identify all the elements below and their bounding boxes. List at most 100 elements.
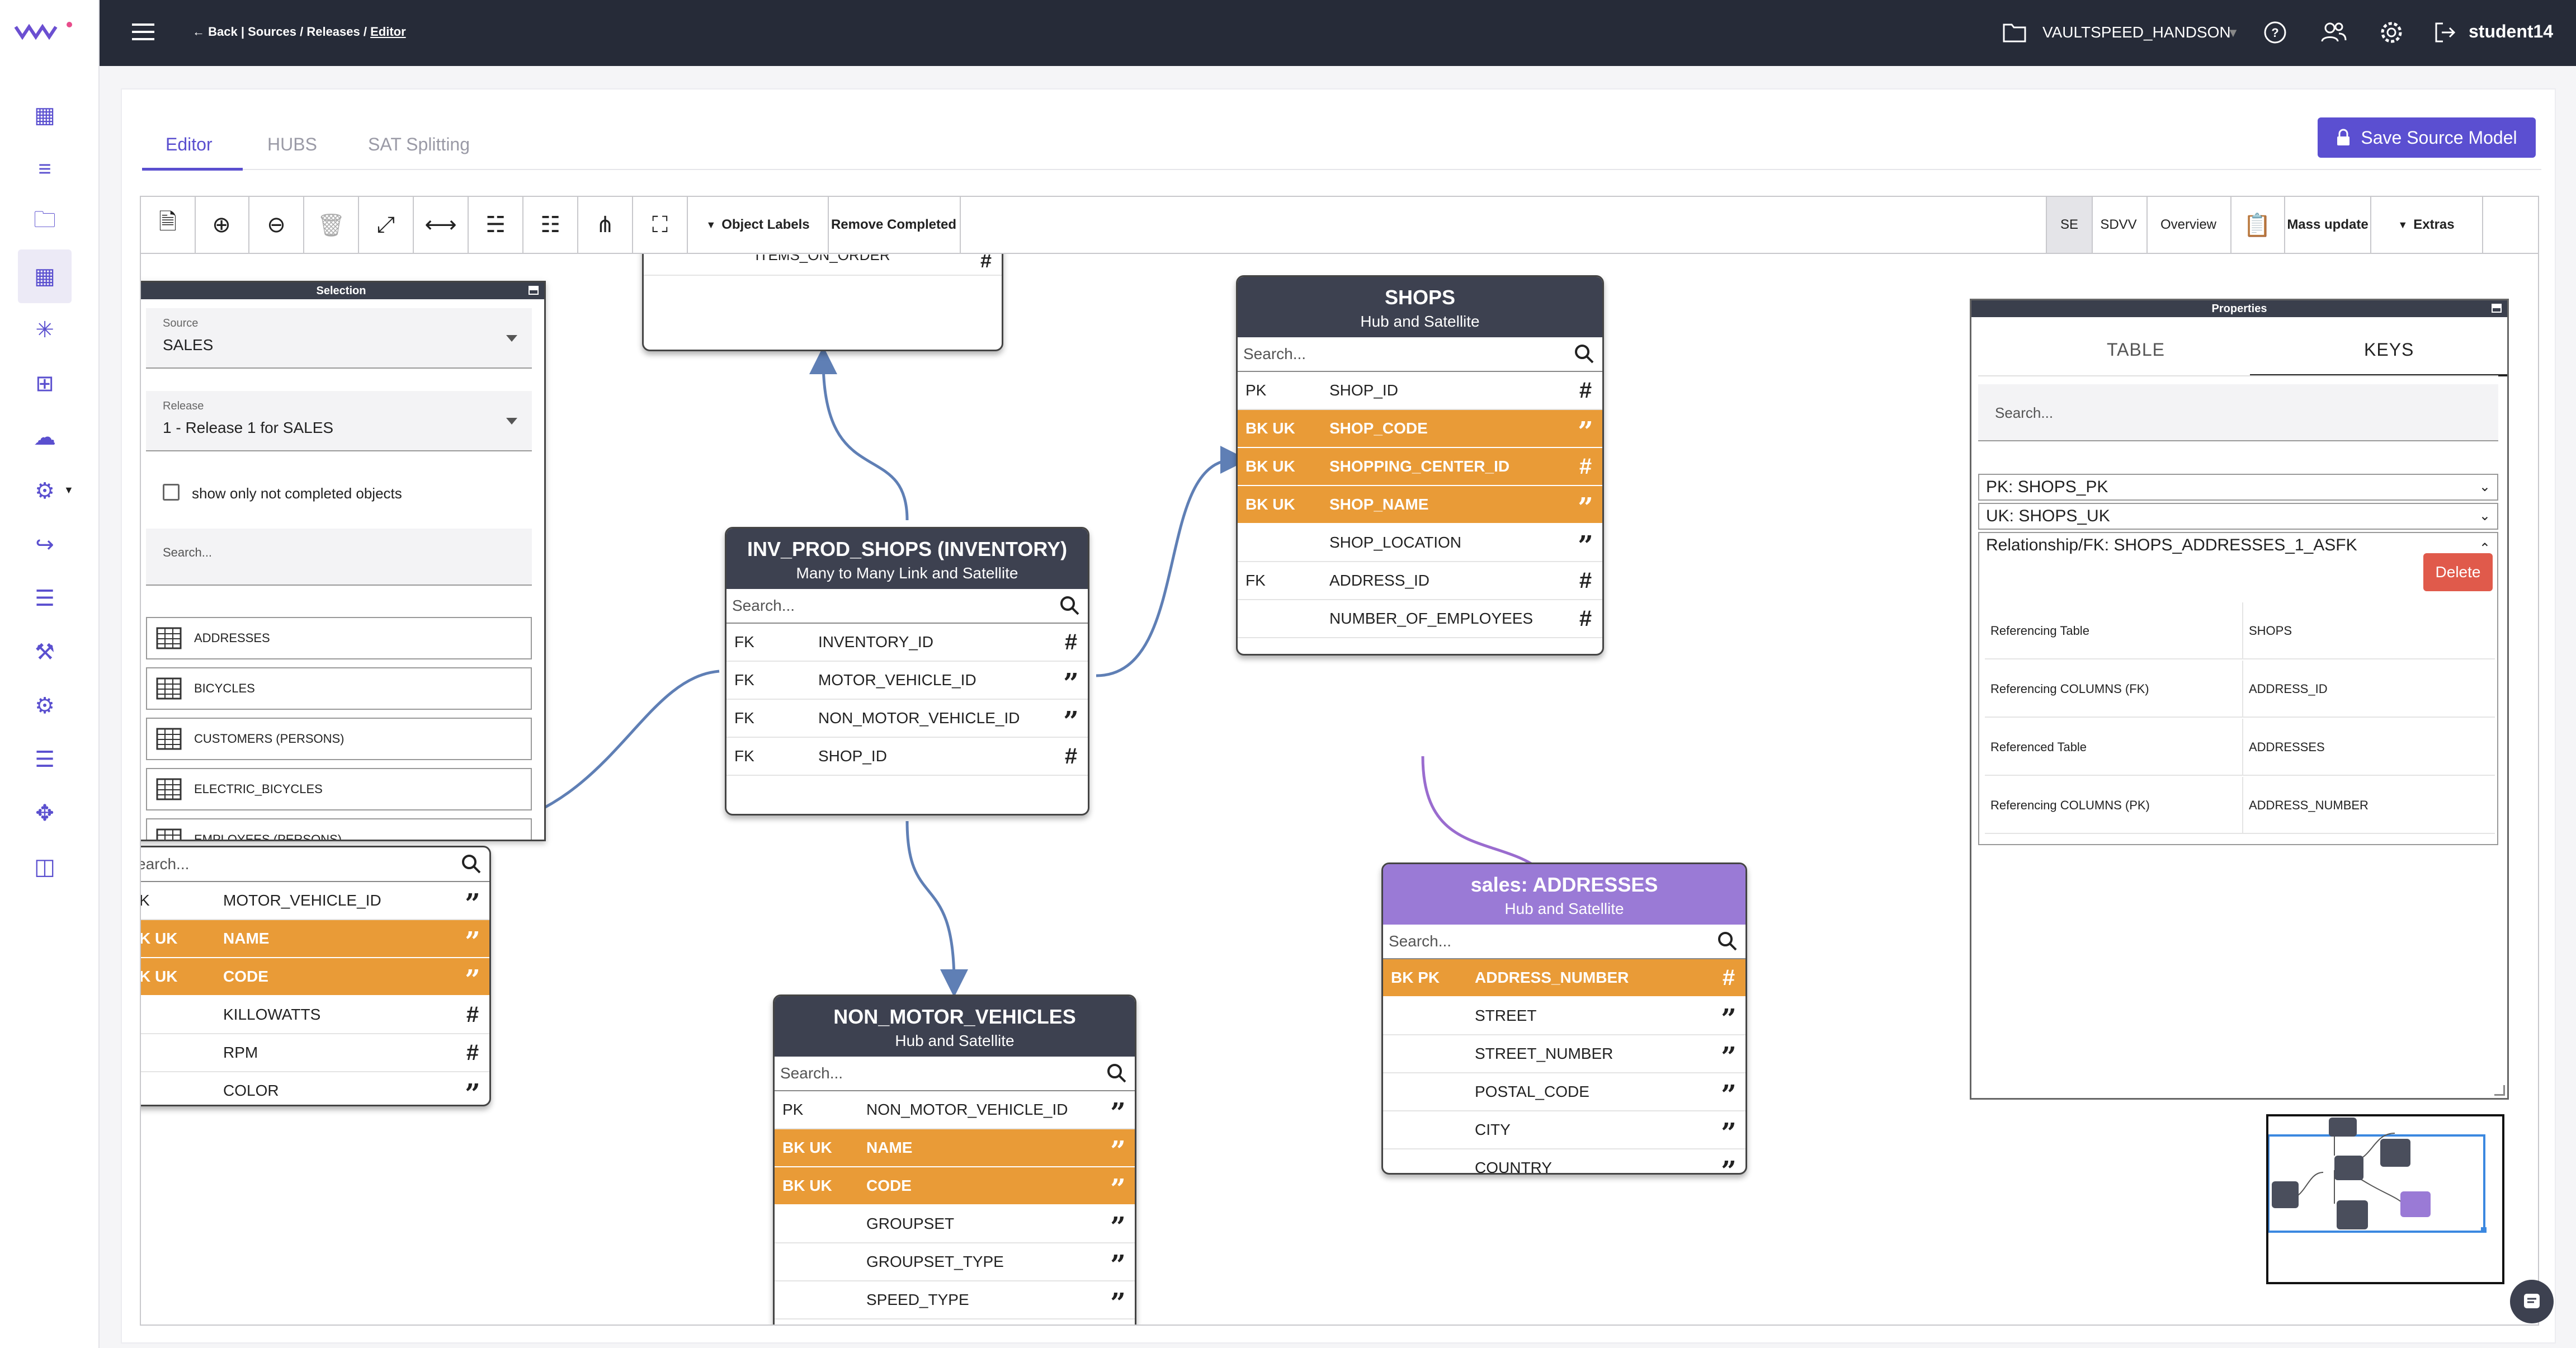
- notes-icon[interactable]: 📋: [2230, 197, 2285, 253]
- tab-table[interactable]: TABLE: [2107, 340, 2165, 360]
- pk-item[interactable]: PK: SHOPS_PK⌄: [1978, 474, 2498, 501]
- entity-column-row[interactable]: SHOP_LOCATION”: [1238, 524, 1602, 562]
- calculator-icon[interactable]: ⊞: [35, 371, 54, 396]
- entity-search-input[interactable]: Search...: [726, 589, 1088, 624]
- user-name[interactable]: student14: [2469, 21, 2554, 41]
- tab-editor[interactable]: Editor: [166, 134, 213, 154]
- entity-search-input[interactable]: Search...: [1238, 337, 1602, 372]
- selection-list-item[interactable]: ADDRESSES: [146, 617, 532, 659]
- tab-hubs[interactable]: HUBS: [267, 134, 317, 154]
- minimap[interactable]: [2266, 1114, 2504, 1284]
- tab-sat-splitting[interactable]: SAT Splitting: [368, 134, 470, 154]
- settings-box-icon[interactable]: ⚙: [35, 479, 55, 503]
- checklist-icon[interactable]: ☰: [35, 586, 55, 611]
- entity-column-row[interactable]: RPM#: [141, 1034, 489, 1072]
- entity-column-row[interactable]: GROUPSET_TYPE”: [775, 1243, 1135, 1281]
- uk-item[interactable]: UK: SHOPS_UK⌄: [1978, 503, 2498, 530]
- menu-icon[interactable]: [132, 23, 154, 40]
- properties-panel-header[interactable]: Properties: [1971, 300, 2507, 317]
- minimize-icon[interactable]: [2492, 304, 2502, 313]
- layout-tree-icon[interactable]: ☵: [469, 197, 523, 253]
- dashboard-icon[interactable]: ▦: [34, 103, 55, 128]
- view-sdvv-button[interactable]: SDVV: [2091, 197, 2148, 253]
- delete-icon[interactable]: 🗑: [304, 197, 359, 253]
- tab-keys[interactable]: KEYS: [2364, 340, 2414, 360]
- settings-chevron-icon[interactable]: ▼: [64, 484, 74, 496]
- new-document-icon[interactable]: 🗎: [141, 197, 196, 253]
- back-arrow-icon[interactable]: ←: [192, 25, 205, 39]
- object-labels-button[interactable]: ▼Object Labels: [688, 197, 829, 253]
- help-icon[interactable]: ?: [2263, 20, 2287, 45]
- source-select[interactable]: Source SALES: [146, 308, 532, 369]
- export-icon[interactable]: ↪: [35, 532, 54, 557]
- minimize-icon[interactable]: [529, 286, 539, 295]
- robot-arm-icon[interactable]: ⚒: [35, 640, 55, 664]
- relationship-item[interactable]: Relationship/FK: SHOPS_ADDRESSES_1_ASFK⌃: [1978, 532, 2498, 845]
- view-overview-button[interactable]: Overview: [2146, 197, 2231, 253]
- cloud-upload-icon[interactable]: ☁: [34, 425, 56, 450]
- mass-update-button[interactable]: Mass update: [2285, 197, 2371, 253]
- delete-button[interactable]: Delete: [2423, 553, 2493, 591]
- entity-column-row[interactable]: POSTAL_CODE”: [1383, 1073, 1745, 1111]
- gear-icon[interactable]: [2379, 20, 2404, 45]
- diagram-canvas[interactable]: 🗎 ⊕ ⊖ 🗑 ⤢ ⟷ ☵ ☷ ⋔ ⛶ ▼Object Labels Remov…: [140, 196, 2539, 1326]
- selection-list-item[interactable]: BICYCLES: [146, 667, 532, 710]
- release-select[interactable]: Release 1 - Release 1 for SALES: [146, 391, 532, 451]
- selection-panel-header[interactable]: Selection: [141, 282, 544, 299]
- entity-column-row[interactable]: STREET”: [1383, 997, 1745, 1035]
- resize-handle-icon[interactable]: [2494, 1085, 2505, 1096]
- zoom-in-icon[interactable]: ⊕: [195, 197, 249, 253]
- workspace-chevron-icon[interactable]: ▼: [2227, 26, 2239, 40]
- entity-column-row[interactable]: CITY”: [1383, 1111, 1745, 1149]
- archive-icon[interactable]: ◫: [34, 855, 55, 879]
- sliders-icon[interactable]: ≡: [38, 156, 51, 181]
- selection-list-item[interactable]: EMPLOYEES (PERSONS): [146, 818, 532, 840]
- entity-column-row[interactable]: GROUPSET”: [775, 1205, 1135, 1243]
- breadcrumb-editor[interactable]: Editor: [370, 25, 406, 39]
- entity-search-input[interactable]: Search...: [775, 1057, 1135, 1091]
- move-icon[interactable]: ✥: [35, 801, 54, 826]
- entity-column-row[interactable]: SPEED_TYPE”: [775, 1281, 1135, 1319]
- expand-diagonal-icon[interactable]: ⤢: [359, 197, 414, 253]
- save-source-model-button[interactable]: Save Source Model: [2318, 117, 2536, 158]
- entity-inv-prod-shops[interactable]: INV_PROD_SHOPS (INVENTORY)Many to Many L…: [725, 527, 1089, 816]
- robot-icon[interactable]: ⚙: [35, 694, 55, 718]
- source-editor-icon[interactable]: ▦: [18, 249, 72, 303]
- breadcrumb-releases[interactable]: Releases: [306, 25, 360, 39]
- zoom-out-icon[interactable]: ⊖: [249, 197, 304, 253]
- selection-list-item[interactable]: ELECTRIC_BICYCLES: [146, 768, 532, 810]
- selection-search-input[interactable]: Search...: [146, 529, 532, 586]
- entity-column-row[interactable]: COLOR”: [141, 1072, 489, 1105]
- entity-column-row[interactable]: COUNTRY”: [1383, 1149, 1745, 1173]
- merge-icon[interactable]: ⋔: [578, 197, 633, 253]
- entity-column-row[interactable]: NUMBER_OF_EMPLOYEES#: [1238, 600, 1602, 638]
- entity-column-row[interactable]: STREET_NUMBER”: [1383, 1035, 1745, 1073]
- folder-icon[interactable]: [2002, 21, 2027, 44]
- users-icon[interactable]: [2320, 20, 2348, 45]
- selection-list-item[interactable]: CUSTOMERS (PERSONS): [146, 718, 532, 760]
- breadcrumb-back[interactable]: Back: [208, 25, 238, 39]
- network-icon[interactable]: ✳: [35, 318, 54, 342]
- view-se-button[interactable]: SE: [2046, 197, 2093, 253]
- workspace-name[interactable]: VAULTSPEED_HANDSON: [2042, 23, 2231, 41]
- entity-search-input[interactable]: Search...: [1383, 925, 1745, 959]
- expand-horizontal-icon[interactable]: ⟷: [414, 197, 469, 253]
- folder-nav-icon[interactable]: 🗀: [34, 208, 56, 232]
- layout-hierarchy-icon[interactable]: ☷: [523, 197, 578, 253]
